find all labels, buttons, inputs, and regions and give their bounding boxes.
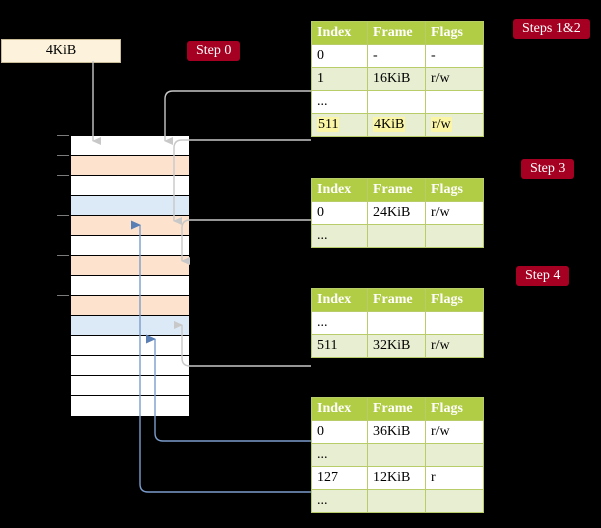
wire-step3 bbox=[181, 219, 311, 265]
table-row: ... bbox=[311, 90, 484, 114]
column-header: Flags bbox=[425, 178, 484, 202]
column-header: Frame bbox=[367, 21, 426, 45]
table-cell: 0 bbox=[311, 201, 368, 225]
table-cell: 12KiB bbox=[367, 466, 426, 490]
label-step-0: Step 0 bbox=[187, 41, 241, 61]
label-step-3: Step 3 bbox=[521, 159, 575, 179]
table-row: ... bbox=[311, 311, 484, 335]
memory-frame bbox=[71, 316, 189, 336]
table-cell: 36KiB bbox=[367, 420, 426, 444]
memory-frame bbox=[71, 356, 189, 376]
table-cell: ... bbox=[311, 90, 368, 114]
memory-frame bbox=[71, 136, 189, 156]
table-cell: ... bbox=[311, 311, 368, 335]
table-cell: 16KiB bbox=[367, 67, 426, 91]
column-header: Index bbox=[311, 21, 368, 45]
column-header: Index bbox=[311, 397, 368, 421]
column-header: Index bbox=[311, 178, 368, 202]
label-steps-1-2: Steps 1&2 bbox=[513, 19, 590, 39]
memory-frame bbox=[71, 376, 189, 396]
table-row: ... bbox=[311, 489, 484, 513]
memory-frame bbox=[71, 336, 189, 356]
table-cell bbox=[425, 224, 484, 248]
table-row: 0-- bbox=[311, 44, 484, 68]
memory-frame-tick bbox=[57, 295, 69, 296]
table-cell bbox=[425, 443, 484, 467]
table-row: ... bbox=[311, 224, 484, 248]
memory-frame bbox=[71, 276, 189, 296]
table-cell bbox=[367, 311, 426, 335]
memory-frame bbox=[71, 196, 189, 216]
table-cell: 32KiB bbox=[367, 334, 426, 358]
memory-frame-tick bbox=[57, 255, 69, 256]
memory-frame bbox=[71, 256, 189, 276]
label-step-4: Step 4 bbox=[516, 266, 570, 286]
table-cell: - bbox=[425, 44, 484, 68]
wire-steps12-a bbox=[164, 90, 311, 145]
column-header: Index bbox=[311, 288, 368, 312]
memory-frame bbox=[71, 236, 189, 256]
memory-frame bbox=[71, 216, 189, 236]
wire-steps12-b bbox=[173, 139, 311, 225]
memory-frame-tick bbox=[57, 155, 69, 156]
memory-frame bbox=[71, 176, 189, 196]
table-cell bbox=[367, 90, 426, 114]
table-cell: 1 bbox=[311, 67, 368, 91]
table-cell: r bbox=[425, 466, 484, 490]
table-row: ... bbox=[311, 443, 484, 467]
table-cell bbox=[425, 90, 484, 114]
table-cell: r/w bbox=[425, 201, 484, 225]
table-cell: 0 bbox=[311, 420, 368, 444]
table-cell: ... bbox=[311, 489, 368, 513]
memory-frame bbox=[71, 396, 189, 416]
table-cell: r/w bbox=[425, 334, 484, 358]
table-cell: r/w bbox=[425, 113, 484, 137]
table-cell: r/w bbox=[425, 67, 484, 91]
table-cell: 24KiB bbox=[367, 201, 426, 225]
wire-step4 bbox=[174, 321, 311, 367]
physical-memory-column bbox=[70, 135, 190, 416]
column-header: Flags bbox=[425, 21, 484, 45]
table-cell: 511 bbox=[311, 113, 368, 137]
table-cell bbox=[367, 224, 426, 248]
column-header: Flags bbox=[425, 397, 484, 421]
memory-frame-tick bbox=[57, 215, 69, 216]
column-header: Flags bbox=[425, 288, 484, 312]
table-cell: 511 bbox=[311, 334, 368, 358]
table-cell: - bbox=[367, 44, 426, 68]
memory-frame-tick bbox=[57, 135, 69, 136]
table-cell bbox=[425, 489, 484, 513]
table-cell bbox=[425, 311, 484, 335]
memory-frame bbox=[71, 156, 189, 176]
table-cell: r/w bbox=[425, 420, 484, 444]
table-cell: 127 bbox=[311, 466, 368, 490]
column-header: Frame bbox=[367, 397, 426, 421]
table-cell bbox=[367, 443, 426, 467]
table-cell: ... bbox=[311, 224, 368, 248]
memory-frame bbox=[71, 296, 189, 316]
table-cell: 0 bbox=[311, 44, 368, 68]
memory-frame-tick bbox=[57, 175, 69, 176]
column-header: Frame bbox=[367, 178, 426, 202]
source-box-4kib: 4KiB bbox=[1, 39, 121, 63]
table-cell bbox=[367, 489, 426, 513]
table-cell: 4KiB bbox=[367, 113, 426, 137]
column-header: Frame bbox=[367, 288, 426, 312]
table-cell: ... bbox=[311, 443, 368, 467]
